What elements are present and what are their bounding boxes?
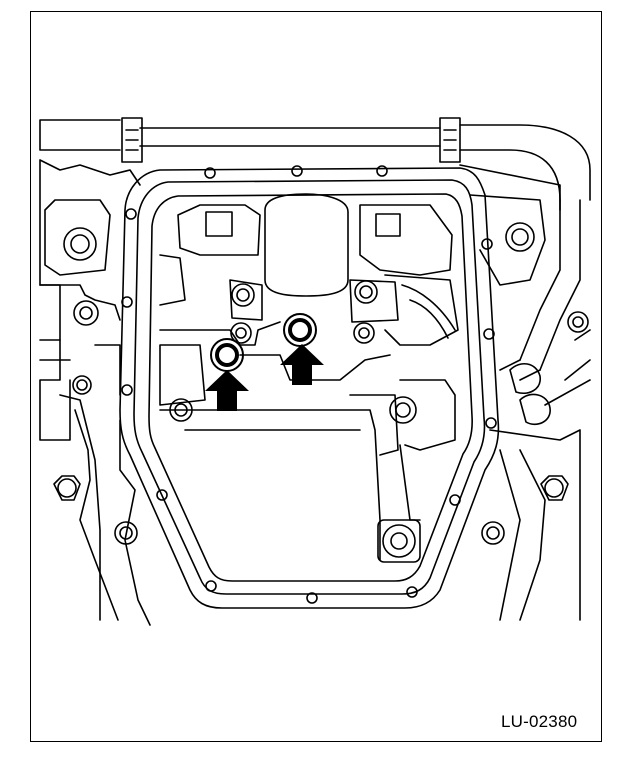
callout-arrows [205,344,324,411]
engine-block-outline [39,119,151,626]
figure-frame [30,11,602,742]
right-side-pipes [459,124,591,621]
inner-block-structure [159,193,459,563]
bolt-bosses [63,222,589,558]
arrow-up-icon [280,344,324,385]
arrow-up-icon [205,370,249,411]
flange-bolt-holes [121,165,497,604]
hex-bolts [53,475,569,501]
oil-pan-flange [119,167,500,609]
upper-rail-tube [121,117,461,163]
figure-id-label: LU-02380 [501,712,578,731]
